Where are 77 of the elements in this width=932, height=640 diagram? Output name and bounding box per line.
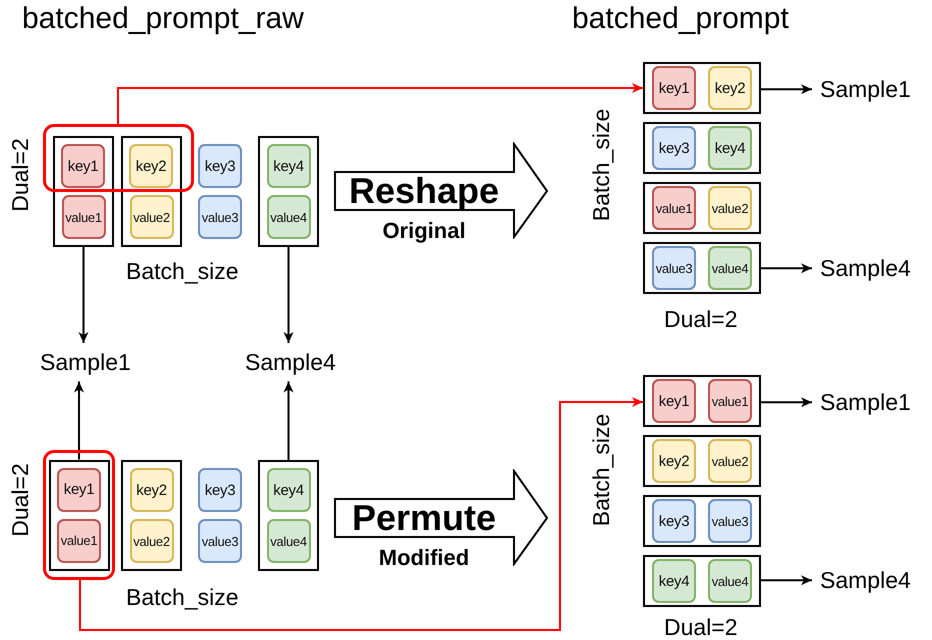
token-cell: key4 xyxy=(652,559,696,603)
axis-label: Dual=2 xyxy=(6,138,34,212)
token-cell: value4 xyxy=(708,246,752,290)
group-box xyxy=(643,122,761,174)
axis-label: Dual=2 xyxy=(6,463,34,537)
group-box xyxy=(643,375,761,427)
sample-label: Sample4 xyxy=(812,249,919,288)
axis-label: Dual=2 xyxy=(664,306,738,332)
operation-label: Permute xyxy=(350,500,498,536)
operation-label: Reshape xyxy=(348,173,500,209)
token-cell: value2 xyxy=(130,519,174,563)
token-cell: key2 xyxy=(708,66,752,110)
group-box xyxy=(643,62,761,114)
token-cell: value4 xyxy=(266,519,310,563)
sample-label: Sample1 xyxy=(812,383,919,422)
token-cell: key4 xyxy=(708,126,752,170)
sample-label: Sample4 xyxy=(237,343,344,382)
token-cell: value3 xyxy=(198,519,242,563)
token-cell: key1 xyxy=(61,144,105,188)
token-cell: key1 xyxy=(652,66,696,110)
axis-label: Batch_size xyxy=(588,414,614,526)
arrow xyxy=(78,247,88,343)
token-cell: key4 xyxy=(266,144,310,188)
arrow xyxy=(284,247,294,343)
arrow xyxy=(79,397,643,631)
group-box xyxy=(643,182,761,234)
mode-label: Modified xyxy=(378,547,470,569)
token-cell: key3 xyxy=(652,499,696,543)
token-cell: value3 xyxy=(198,195,242,239)
token-cell: key2 xyxy=(130,468,174,512)
axis-label: Batch_size xyxy=(588,108,614,222)
token-cell: value3 xyxy=(652,246,696,290)
block-arrow xyxy=(334,469,549,566)
group-box xyxy=(643,242,761,294)
axis-label: Dual=2 xyxy=(664,614,738,640)
token-cell: key3 xyxy=(652,126,696,170)
token-cell: value4 xyxy=(708,559,752,603)
arrow xyxy=(761,84,812,94)
axis-label: Batch_size xyxy=(126,584,239,610)
token-cell: value4 xyxy=(266,195,310,239)
arrow xyxy=(761,575,812,586)
group-box xyxy=(643,435,761,487)
token-cell: value1 xyxy=(62,195,106,239)
group-box xyxy=(121,460,182,571)
heading: batched_prompt xyxy=(572,2,789,36)
group-box xyxy=(643,555,761,607)
token-cell: value2 xyxy=(708,186,752,230)
heading: batched_prompt_raw xyxy=(22,2,304,36)
token-cell: value2 xyxy=(130,195,174,239)
token-cell: value2 xyxy=(708,439,752,483)
arrow xyxy=(117,83,643,124)
axis-label: Batch_size xyxy=(126,258,239,284)
mode-label: Original xyxy=(381,220,467,242)
token-cell: key2 xyxy=(652,439,696,483)
highlight-box xyxy=(43,450,115,580)
arrow xyxy=(284,381,294,460)
token-cell: key3 xyxy=(198,144,242,188)
arrow xyxy=(761,397,812,408)
token-cell: value1 xyxy=(708,379,752,423)
sample-label: Sample1 xyxy=(812,70,919,108)
group-box xyxy=(643,495,761,547)
token-cell: key1 xyxy=(652,379,696,423)
token-cell: key4 xyxy=(266,468,310,512)
group-box xyxy=(258,460,319,571)
arrow xyxy=(74,381,84,460)
token-cell: key2 xyxy=(129,144,173,188)
group-box xyxy=(48,460,110,570)
group-box xyxy=(258,136,319,247)
token-cell: key3 xyxy=(198,468,242,512)
arrow xyxy=(761,263,812,274)
sample-label: Sample4 xyxy=(812,561,919,600)
token-cell: value3 xyxy=(708,499,752,543)
token-cell: key1 xyxy=(57,468,101,512)
sample-label: Sample1 xyxy=(32,343,139,382)
token-cell: value1 xyxy=(57,518,101,562)
highlight-box xyxy=(43,124,194,192)
token-cell: value1 xyxy=(652,186,696,230)
